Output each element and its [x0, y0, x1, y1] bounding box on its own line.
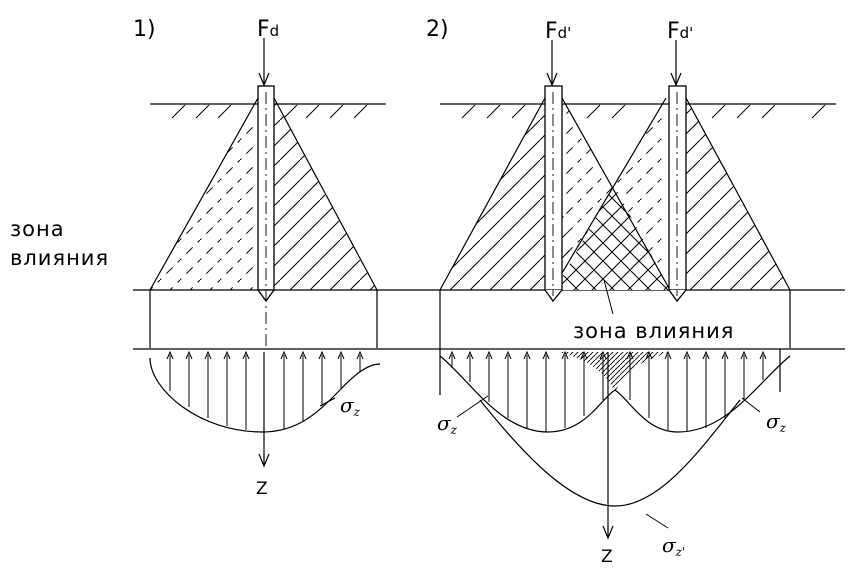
stress-label-1: σz	[340, 393, 361, 419]
influence-cone-hatch-right-1	[274, 98, 377, 290]
pile-2-left	[544, 85, 563, 303]
stress-label-2-combined: σz'	[662, 533, 685, 559]
zone-label-side-line2: влияния	[10, 246, 109, 270]
z-axis-label-2: Z	[601, 547, 613, 567]
force-arrow-1	[258, 38, 270, 87]
cone-edge-right-1	[273, 97, 378, 291]
z-axis-arrow-2	[602, 525, 614, 540]
panel-2-number: 2)	[426, 17, 449, 42]
stress-diagram-1	[149, 350, 381, 468]
pile-2-right	[668, 85, 687, 303]
panel-2: 2)	[426, 17, 836, 567]
ground-hatch-2	[461, 104, 826, 119]
panel-1: 1) Fd	[133, 17, 386, 499]
stress-label-2-left: σz	[437, 411, 458, 437]
cone-edge-2c	[551, 97, 667, 291]
cone-edge-2a	[439, 97, 546, 291]
influence-cone-hatch-2d	[686, 98, 790, 290]
force-arrow-2-right	[670, 40, 682, 87]
stress-leader-2-right	[741, 397, 761, 413]
force-label-2-left: Fd'	[545, 19, 571, 44]
zone-label-backdrop	[565, 314, 775, 344]
stress-leader-2-left	[456, 395, 489, 418]
stress-curves-2	[439, 355, 791, 507]
z-axis-label-1: Z	[256, 479, 268, 499]
stress-arrows-2	[448, 350, 767, 432]
zone-label-inline: зона влияния	[573, 319, 734, 343]
stress-leader-2-combined	[645, 513, 669, 529]
cone-edge-2b	[561, 97, 671, 291]
cone-edge-left-1	[149, 97, 259, 291]
cone-edge-2d	[685, 97, 791, 291]
zone-label-side-line1: зона	[10, 217, 65, 241]
influence-cone-hatch-left-1	[150, 98, 258, 290]
force-arrow-2-left	[546, 40, 558, 87]
stress-label-2-right: σz	[766, 409, 787, 435]
overlap-stress-hatch	[558, 352, 672, 392]
zone-leader-line	[603, 279, 615, 319]
ground-hatch-1	[171, 104, 368, 119]
force-label-1: Fd	[257, 17, 279, 42]
pile-1	[257, 85, 275, 350]
panel-1-number: 1)	[133, 17, 156, 42]
force-label-2-right: Fd'	[667, 19, 693, 44]
